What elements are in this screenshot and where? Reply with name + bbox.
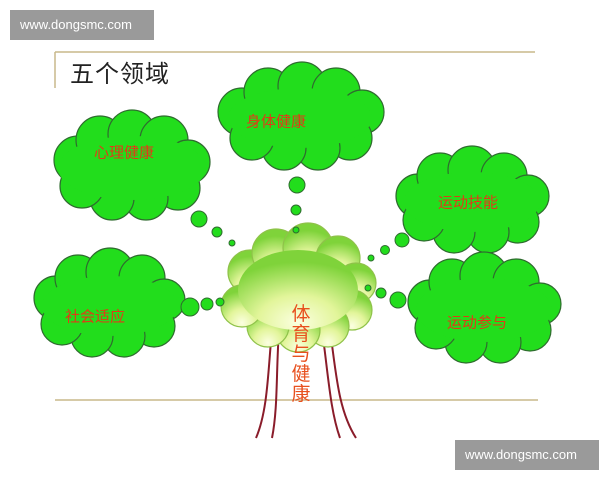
cloud-social-adaptation xyxy=(33,247,186,358)
label-social-adaptation: 社会适应 xyxy=(64,307,126,326)
label-physical-health: 身体健康 xyxy=(245,112,307,131)
cloud-mental-health xyxy=(53,109,211,221)
label-motor-skills: 运动技能 xyxy=(437,193,499,212)
frame-lines xyxy=(54,51,538,401)
center-char: 与 xyxy=(291,343,311,365)
center-char: 康 xyxy=(291,383,311,405)
bubbles-mental-health xyxy=(190,210,236,247)
watermark-top: www.dongsmc.com xyxy=(10,10,154,40)
center-label: 体 育 与 健 康 xyxy=(289,304,313,404)
cloud-motor-skills xyxy=(395,145,550,254)
center-char: 体 xyxy=(291,303,311,325)
watermark-bottom: www.dongsmc.com xyxy=(455,440,599,470)
cloud-sports-participation xyxy=(407,251,562,364)
bubbles-sports-participation xyxy=(364,284,407,309)
cloud-physical-health xyxy=(217,61,385,171)
label-sports-participation: 运动参与 xyxy=(446,313,508,332)
bubbles-physical-health xyxy=(288,176,306,234)
label-mental-health: 心理健康 xyxy=(93,143,155,162)
center-char: 健 xyxy=(291,363,311,385)
tree-crown xyxy=(220,222,377,353)
center-char: 育 xyxy=(291,323,311,345)
bubbles-social-adaptation xyxy=(180,297,225,317)
diagram-title: 五个领域 xyxy=(70,60,170,88)
bubbles-motor-skills xyxy=(367,232,410,262)
